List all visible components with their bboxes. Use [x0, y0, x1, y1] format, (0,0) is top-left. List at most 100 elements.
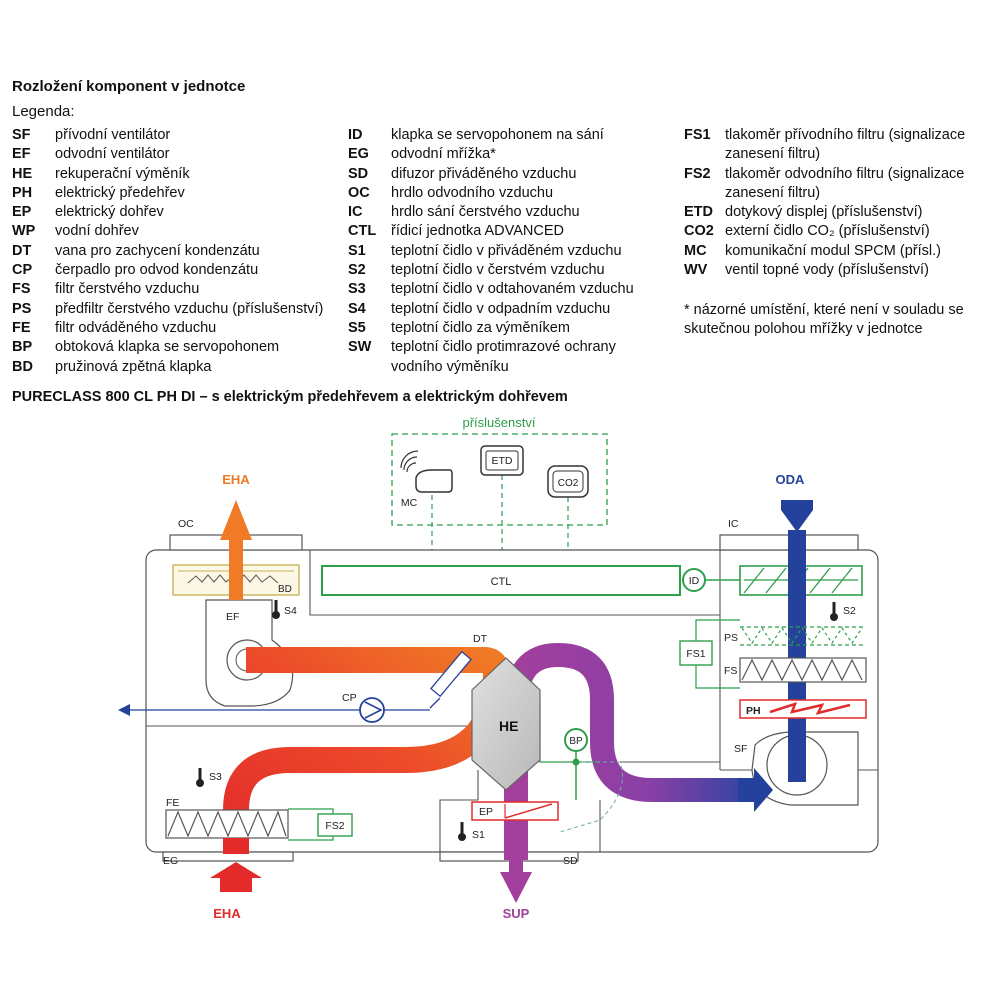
- etd-device-icon: [480, 445, 524, 476]
- he-label: HE: [499, 718, 518, 734]
- etd-label: ETD: [492, 455, 513, 467]
- ef-label: EF: [226, 611, 239, 623]
- exhaust-air-duct: [223, 647, 509, 854]
- legend-row: vodního výměníku: [391, 358, 509, 375]
- id-label: ID: [689, 575, 700, 587]
- fs1-pressure-gauge: [679, 619, 740, 689]
- dt-label: DT: [473, 633, 488, 645]
- accessories-box: [391, 433, 608, 526]
- s2-label: S2: [843, 605, 856, 617]
- ps-label: PS: [724, 632, 738, 644]
- cp-label: CP: [342, 692, 357, 704]
- fs1-label: FS1: [686, 648, 705, 660]
- supply-air-duct: [504, 643, 738, 860]
- ep-reheater: [471, 801, 559, 821]
- fe-filter: [165, 809, 289, 839]
- cp-pump-icon: [359, 697, 385, 723]
- sup-label: SUP: [503, 906, 530, 921]
- s3-label: S3: [209, 771, 222, 783]
- fe-label: FE: [166, 797, 179, 809]
- page-title: Rozložení komponent v jednotce: [12, 78, 246, 95]
- eha-bottom-label: EHA: [213, 906, 241, 921]
- oda-label: ODA: [776, 472, 806, 487]
- ctl-controller: [321, 565, 681, 596]
- supply-direction-arrow-icon: [738, 768, 773, 812]
- ep-label: EP: [479, 806, 493, 818]
- footnote: * názorné umístění, které není v souladu…: [684, 301, 964, 340]
- sup-arrow-icon: [500, 872, 532, 903]
- ctl-label: CTL: [491, 576, 512, 588]
- oda-arrow-icon: [781, 500, 813, 532]
- ps-prefilter: [740, 626, 866, 646]
- bd-label: BD: [278, 584, 292, 595]
- sf-label: SF: [734, 743, 747, 755]
- ph-label: PH: [746, 705, 761, 717]
- footnote-line-1: * názorné umístění, které není v souladu…: [684, 302, 964, 318]
- eha-bottom-arrow-icon: [210, 862, 262, 892]
- accessories-label: příslušenství: [463, 415, 536, 430]
- id-damper-icon: [682, 568, 706, 592]
- legend-heading: Legenda:: [12, 103, 75, 120]
- ic-label: IC: [728, 518, 739, 530]
- fs-label: FS: [724, 665, 737, 677]
- fs-filter: [739, 657, 867, 683]
- footnote-line-2: skutečnou polohou mřížky v jednotce: [684, 321, 923, 338]
- bp-icon: [564, 728, 588, 752]
- oc-label: OC: [178, 518, 194, 530]
- mc-label: MC: [401, 497, 418, 509]
- dt-condensate-tray: [429, 650, 472, 709]
- eg-label: EG: [163, 855, 178, 867]
- co2-label: CO2: [558, 478, 579, 489]
- legend-row: zanesení filtru): [725, 184, 821, 201]
- mc-device-icon: [400, 450, 453, 493]
- legend-row: zanesení filtru): [725, 146, 821, 163]
- co2-sensor-icon: [547, 465, 589, 498]
- drain-arrow-icon: [118, 704, 130, 716]
- fs2-pressure-gauge: [288, 808, 353, 841]
- sd-label: SD: [563, 855, 578, 867]
- s4-label: S4: [284, 605, 297, 617]
- bp-label: BP: [569, 736, 583, 747]
- eha-top-arrow-icon: [220, 500, 252, 540]
- he-heat-exchanger: [471, 657, 541, 791]
- ph-preheater: [739, 699, 867, 719]
- s1-label: S1: [472, 829, 485, 841]
- fs2-label: FS2: [325, 820, 344, 832]
- diagram-title: PURECLASS 800 CL PH DI – s elektrickým p…: [12, 389, 568, 405]
- eha-top-label: EHA: [222, 472, 250, 487]
